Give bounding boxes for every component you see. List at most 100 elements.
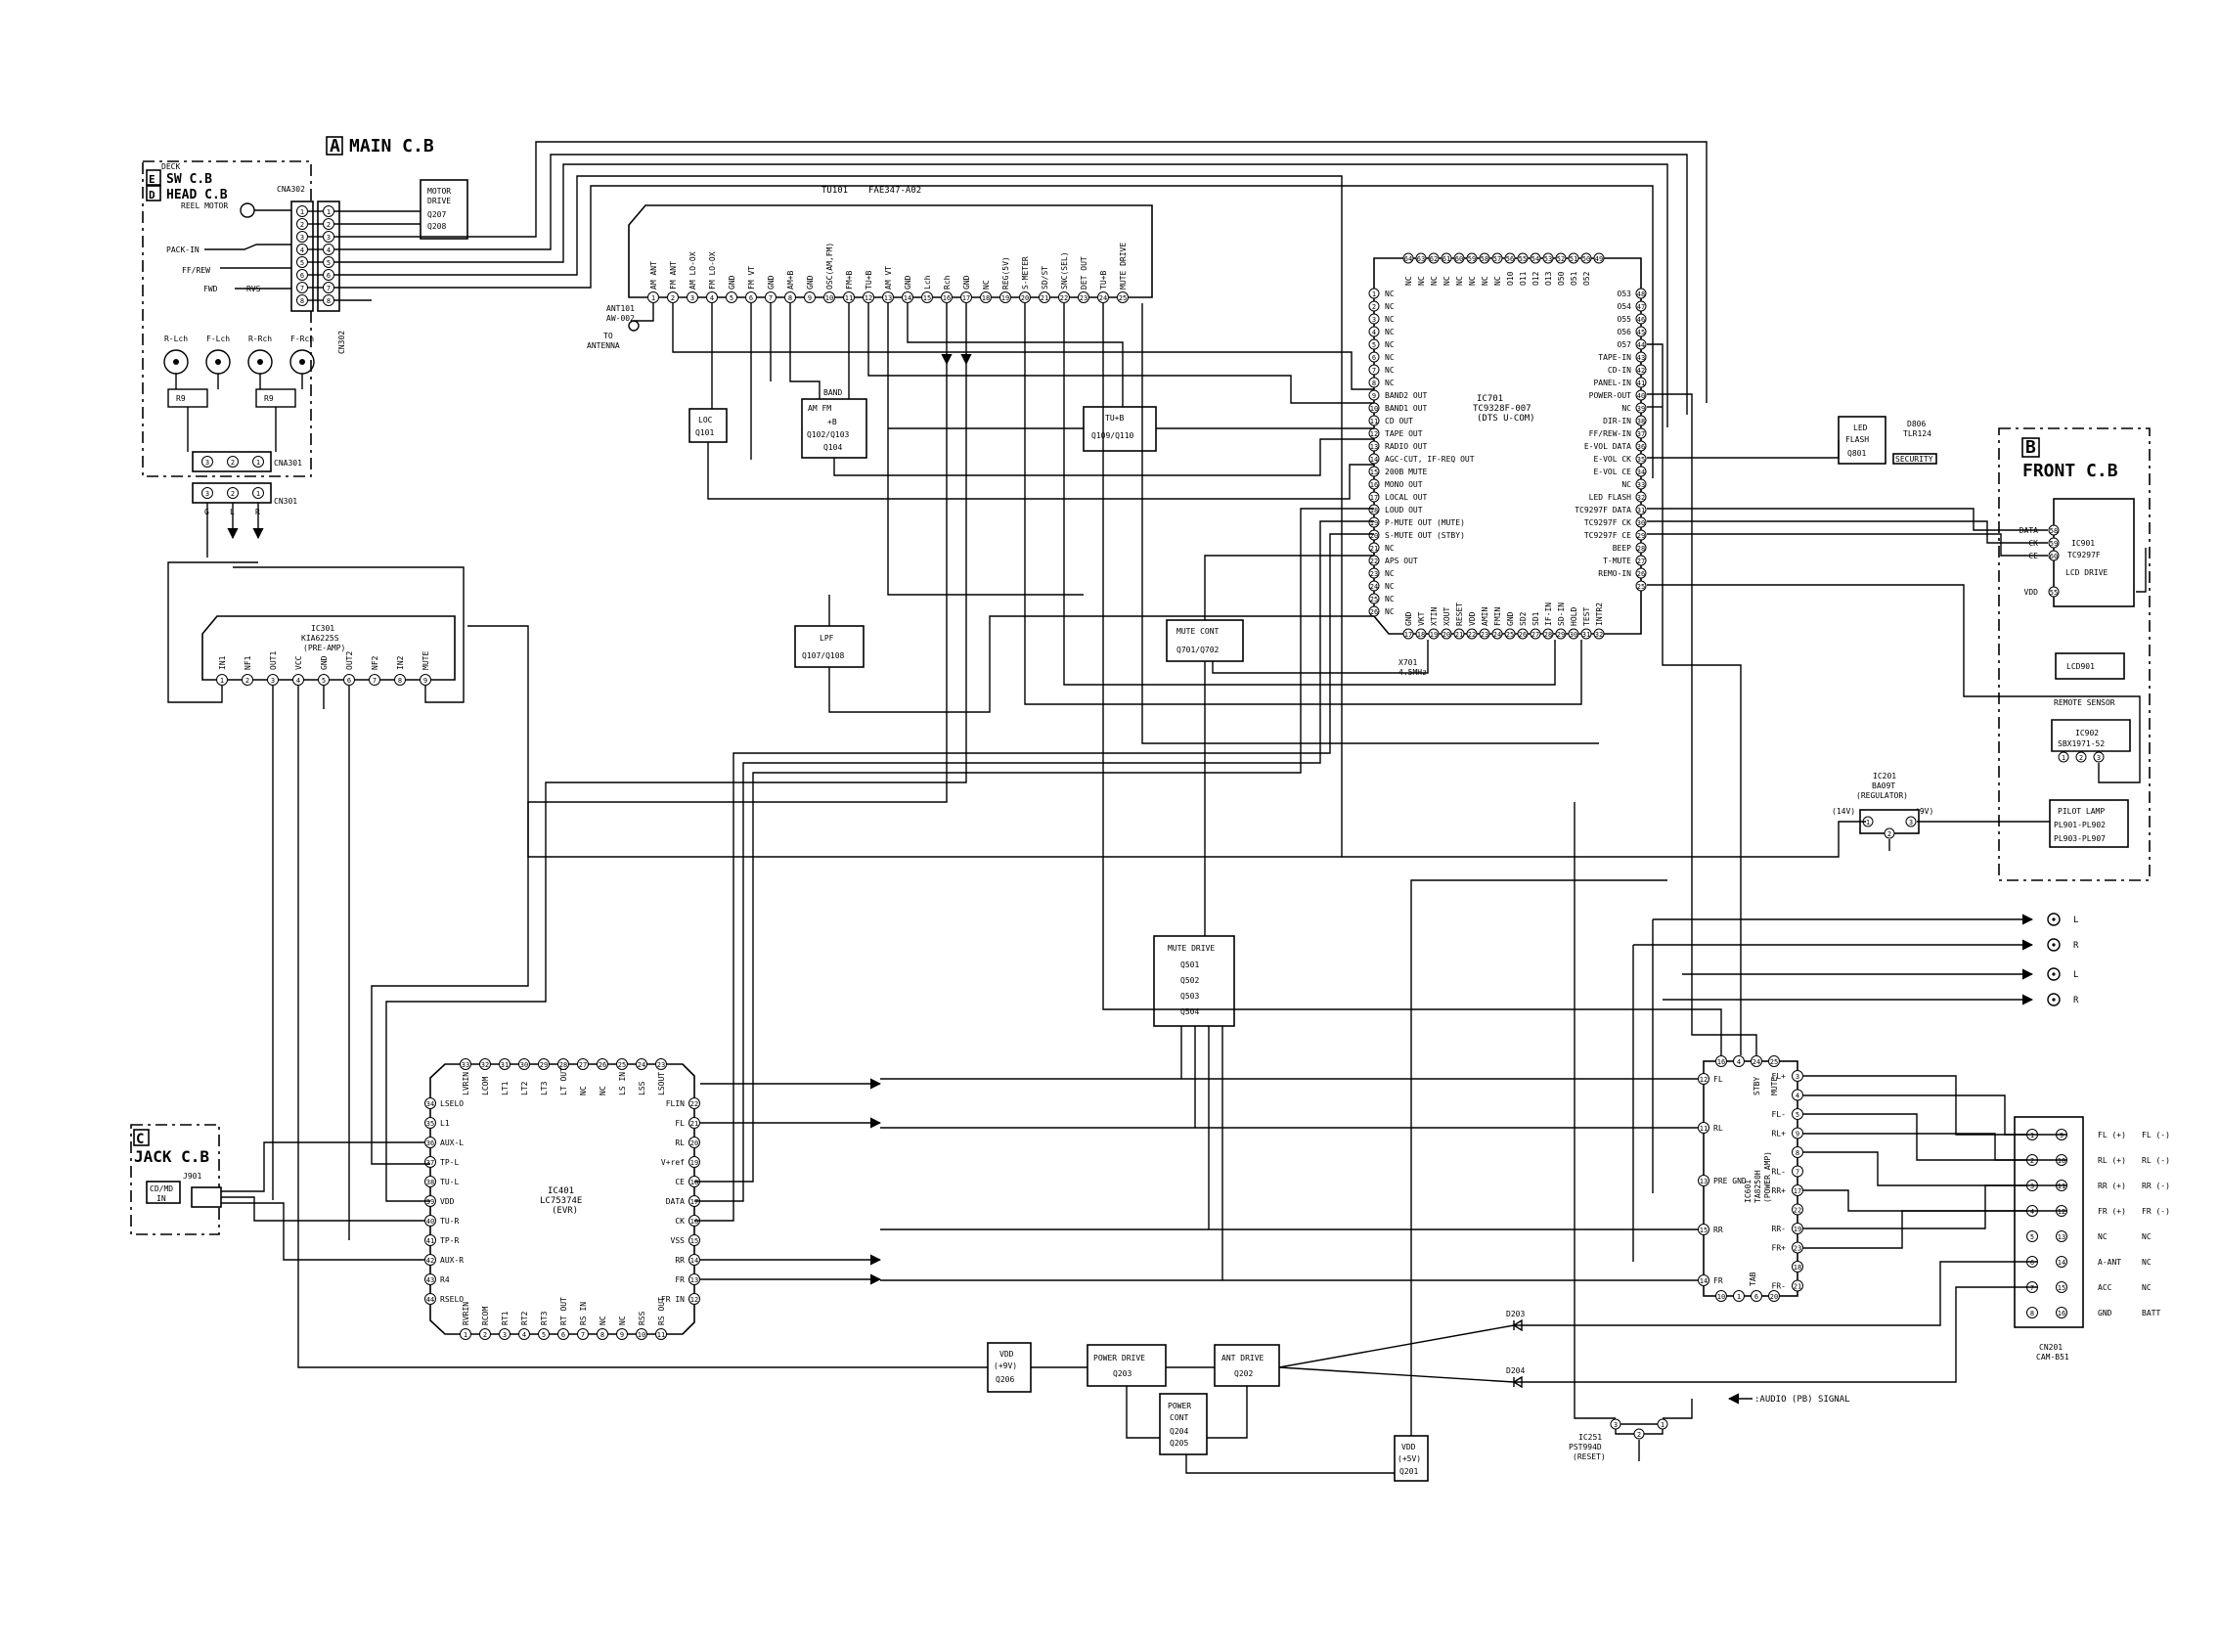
svg-text:KIA6225S: KIA6225S xyxy=(301,634,339,643)
svg-text:60: 60 xyxy=(2050,553,2058,560)
svg-text:41: 41 xyxy=(426,1237,434,1245)
cn302-pin: 2 xyxy=(323,218,334,230)
ic301-pin-label: GND xyxy=(320,655,329,670)
ic401-pin-label: LT2 xyxy=(520,1081,529,1095)
ic701-microcontroller: 64NC63NC62NC61NC60NC59NC58NC57NC56O1055O… xyxy=(1368,252,1647,677)
svg-text:63: 63 xyxy=(1417,255,1425,263)
ic401-pin-label: NC xyxy=(618,1316,627,1325)
svg-text:4: 4 xyxy=(2030,1208,2034,1216)
svg-text:1: 1 xyxy=(2030,1132,2034,1139)
svg-text:R9: R9 xyxy=(176,394,186,403)
ant-drive-block: ANT DRIVE Q202 xyxy=(1214,1344,1280,1387)
svg-text:25: 25 xyxy=(1506,631,1514,639)
svg-text:Q801: Q801 xyxy=(1847,449,1866,458)
svg-text:22: 22 xyxy=(1468,631,1476,639)
cna302-pin: 7 xyxy=(296,282,308,293)
ic701-pin: 18 xyxy=(1415,628,1427,640)
ic701-pin: 17 xyxy=(1402,628,1414,640)
ic701-pin-label: XOUT xyxy=(1442,607,1451,626)
ic401-pin: 44 xyxy=(424,1293,436,1305)
svg-text:TLR124: TLR124 xyxy=(1903,429,1931,438)
svg-text:7: 7 xyxy=(327,285,331,292)
ic401-pin: 4 xyxy=(518,1328,530,1340)
ic701-pin: 46 xyxy=(1635,313,1647,325)
ic701-pin-label: O11 xyxy=(1519,271,1528,286)
svg-text:TU+B: TU+B xyxy=(1105,414,1124,423)
ic701-pin-label: E-VOL CK xyxy=(1593,455,1631,464)
svg-text:39: 39 xyxy=(1637,405,1645,413)
ic301-pin: 6 xyxy=(343,674,355,686)
svg-text:JACK C.B: JACK C.B xyxy=(134,1147,209,1166)
cna302-pin: 3 xyxy=(296,231,308,243)
svg-text:LOC: LOC xyxy=(698,416,713,424)
svg-text:55: 55 xyxy=(1519,255,1527,263)
ic401-pin: 28 xyxy=(557,1058,569,1070)
svg-text:2: 2 xyxy=(671,294,675,302)
ic701-pin-label: BEEP xyxy=(1613,544,1631,553)
ic701-pin-label: NC xyxy=(1493,276,1502,286)
svg-text:POWER DRIVE: POWER DRIVE xyxy=(1093,1354,1145,1362)
ic301-pin-label: IN1 xyxy=(218,655,227,670)
tape-head: F-Lch xyxy=(205,335,231,375)
svg-text:LC75374E: LC75374E xyxy=(540,1196,582,1206)
mute-drive-block: MUTE DRIVE Q501 Q502 Q503 Q504 xyxy=(1153,935,1235,1027)
svg-text:3: 3 xyxy=(1372,316,1376,324)
loc-block: LOC Q101 xyxy=(688,408,728,443)
svg-text:3: 3 xyxy=(300,234,304,242)
ic401-pin: 22 xyxy=(688,1097,700,1109)
cn201-label: NC xyxy=(2098,1232,2108,1241)
svg-text:BAND: BAND xyxy=(823,388,842,397)
cn301-pin: 2 xyxy=(227,487,239,499)
ic301-pin: 8 xyxy=(394,674,406,686)
ic701-pin: 45 xyxy=(1635,326,1647,337)
tuner-pin-label: TU+B xyxy=(865,271,873,290)
ic401-pin-label: RL xyxy=(675,1139,685,1147)
ic401-pin: 37 xyxy=(424,1156,436,1168)
ic701-pin-label: NC xyxy=(1385,340,1395,349)
ic601-pin: 4 xyxy=(1733,1055,1745,1067)
rca-jack: L xyxy=(2005,913,2078,926)
tuner-pin-label: Rch xyxy=(943,275,952,290)
svg-text:12: 12 xyxy=(1700,1076,1708,1084)
ic601-pin: 22 xyxy=(1792,1203,1803,1216)
ic401-pin-label: RT OUT xyxy=(559,1297,568,1325)
svg-text:55: 55 xyxy=(2050,589,2058,597)
ic701-pin: 22 xyxy=(1368,555,1380,566)
ic701-pin: 62 xyxy=(1428,252,1440,264)
tuner-pin-label: FM LO-OX xyxy=(708,251,717,290)
ic401-pin: 14 xyxy=(688,1254,700,1266)
ic701-pin: 14 xyxy=(1368,453,1380,465)
svg-text:10: 10 xyxy=(638,1331,645,1339)
pilot-lamp-block: PILOT LAMP PL901-PL902 PL903-PL907 xyxy=(2049,799,2129,848)
svg-text:4: 4 xyxy=(1372,329,1376,336)
svg-text:30: 30 xyxy=(1570,631,1577,639)
ic401-pin-label: TU-L xyxy=(440,1178,459,1186)
svg-text:6: 6 xyxy=(327,272,331,280)
ic701-pin-label: FF/REW-IN xyxy=(1589,429,1632,438)
svg-text:23: 23 xyxy=(1481,631,1488,639)
ic251-pin: 3 xyxy=(1610,1418,1621,1430)
ic701-pin-label: NC xyxy=(1455,276,1464,286)
ic401-pin: 33 xyxy=(460,1058,471,1070)
ic401-pin-label: LSELO xyxy=(440,1099,464,1108)
ic902-pin: 2 xyxy=(2075,751,2087,763)
ic601-pin-label: MUTE xyxy=(1770,1077,1779,1095)
ic701-pin: 37 xyxy=(1635,427,1647,439)
ic701-pin-label: VDD xyxy=(1468,611,1477,626)
ic701-pin: 19 xyxy=(1428,628,1440,640)
svg-text:15: 15 xyxy=(923,294,931,302)
ic601-pin-label: FL xyxy=(1713,1075,1723,1084)
ic701-pin-label: O55 xyxy=(1618,315,1632,324)
ic401-pin-label: VSS xyxy=(671,1236,686,1245)
ic701-pin: 35 xyxy=(1635,453,1647,465)
j901-jack: J901 CD/MD IN xyxy=(146,1172,222,1208)
tuner-pin: 21 xyxy=(1039,291,1050,303)
svg-text:9: 9 xyxy=(423,677,427,685)
svg-text:5: 5 xyxy=(730,294,733,302)
ic401-pin-label: LCOM xyxy=(481,1077,490,1095)
tuner-pin: 20 xyxy=(1019,291,1031,303)
svg-text:IN: IN xyxy=(156,1194,166,1203)
